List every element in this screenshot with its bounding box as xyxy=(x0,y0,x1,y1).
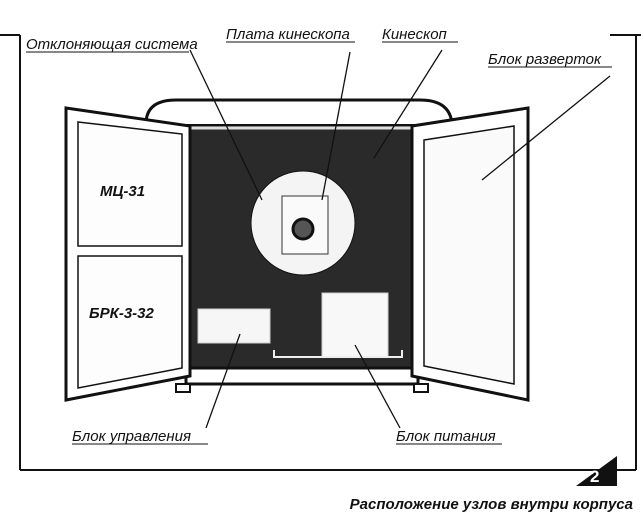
label-crt-board: Плата кинескопа xyxy=(226,26,350,43)
label-scan-unit: Блок разверток xyxy=(488,51,602,68)
power-unit-block xyxy=(321,292,389,358)
control-unit-block xyxy=(197,308,271,344)
label-power-unit: Блок питания xyxy=(396,428,496,445)
cabinet-base xyxy=(184,366,420,386)
leader-lines xyxy=(189,49,611,429)
left-door xyxy=(64,106,192,402)
diagram-frame xyxy=(0,34,641,471)
label-deflection-system: Отклоняющая система xyxy=(26,36,198,53)
figure-caption: Расположение узлов внутри корпуса xyxy=(350,496,633,513)
label-control-unit: Блок управления xyxy=(72,428,191,445)
figure-number: 2 xyxy=(590,467,599,486)
door-label-brk: БРК-3-32 xyxy=(89,305,155,322)
door-label-mc31: МЦ-31 xyxy=(100,183,145,200)
cabinet-top xyxy=(144,98,454,125)
right-door xyxy=(410,106,530,402)
label-crt: Кинескоп xyxy=(382,26,447,43)
figure-number-badge: 2 xyxy=(576,456,617,486)
crt-socket xyxy=(291,217,315,241)
